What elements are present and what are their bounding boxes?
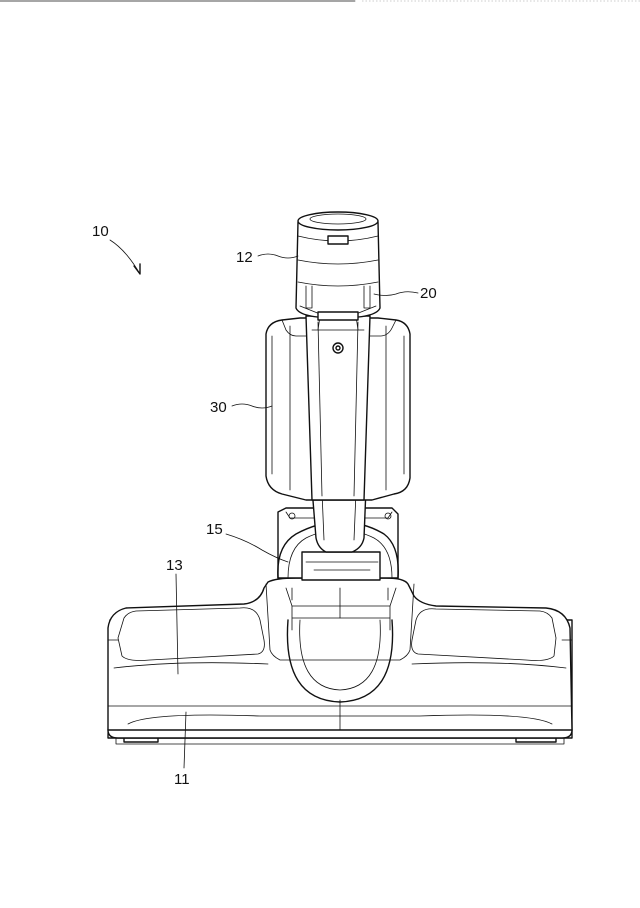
label-20: 20	[420, 285, 437, 302]
label-11: 11	[174, 771, 190, 788]
reference-15: 15	[206, 521, 288, 562]
label-13: 13	[166, 557, 183, 574]
label-10: 10	[92, 223, 109, 240]
label-30: 30	[210, 399, 227, 416]
reference-20: 20	[374, 285, 437, 302]
reference-10: 10	[92, 223, 140, 274]
label-12: 12	[236, 249, 253, 266]
central-column	[306, 316, 370, 500]
reference-12: 12	[236, 249, 298, 266]
inlet-cylinder	[296, 212, 380, 320]
reference-30: 30	[210, 399, 272, 416]
label-15: 15	[206, 521, 223, 538]
